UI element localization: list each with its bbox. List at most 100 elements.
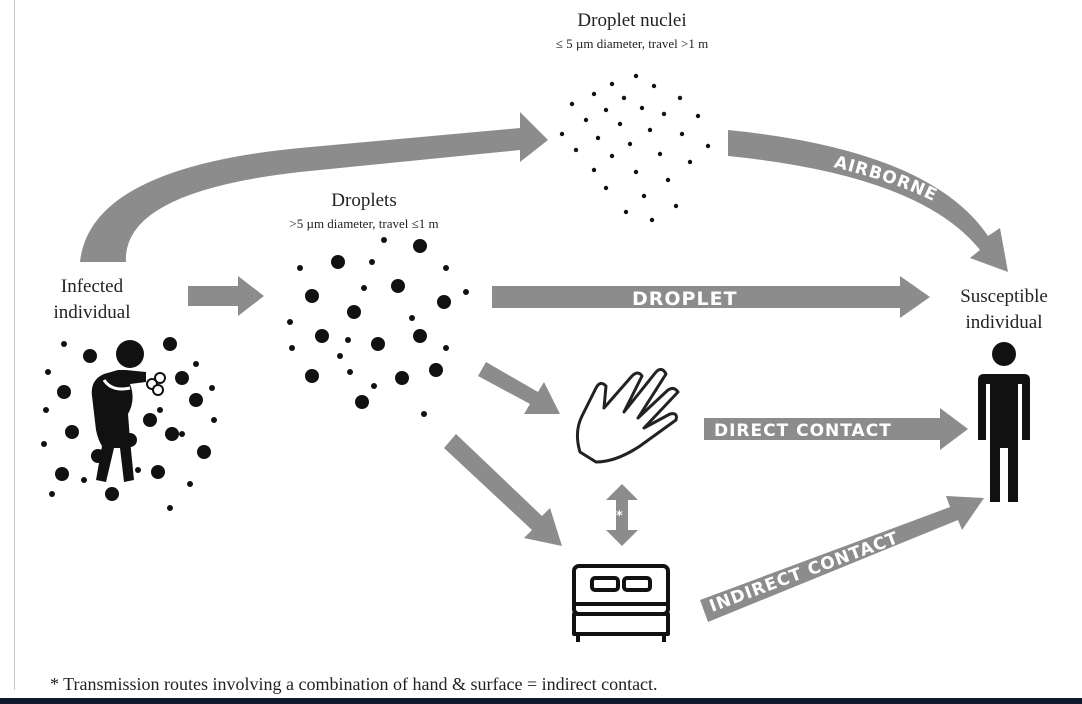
spray-dot: [175, 371, 189, 385]
nuclei-dot: [647, 127, 653, 133]
bed-icon: [572, 564, 670, 642]
infected-label-line1: Infected: [61, 276, 124, 297]
susceptible-label-line2: individual: [965, 312, 1042, 333]
droplet-dot: [443, 345, 449, 351]
nuclei-dot: [603, 185, 609, 191]
droplet-dot: [463, 289, 469, 295]
droplet-dot: [391, 279, 405, 293]
droplet-dot: [437, 295, 451, 309]
nuclei-dot: [623, 209, 629, 215]
nuclei-dot: [595, 135, 601, 141]
nuclei-dot: [609, 153, 615, 159]
nuclei-dot: [569, 101, 575, 107]
spray-dot: [57, 385, 71, 399]
nuclei-dot: [559, 131, 565, 137]
spray-dot: [167, 505, 173, 511]
droplet-dot: [347, 369, 353, 375]
droplet-dot: [443, 265, 449, 271]
droplet-dot: [289, 345, 295, 351]
droplet-dot: [371, 383, 377, 389]
nuclei-dot: [627, 141, 633, 147]
spray-dot: [43, 407, 49, 413]
frame-left-border: [14, 0, 15, 690]
droplet-dot: [421, 411, 427, 417]
nuclei-dot: [639, 105, 645, 111]
spray-dot: [179, 431, 185, 437]
direct-contact-label: DIRECT CONTACT: [714, 421, 892, 441]
nuclei-dot: [649, 217, 655, 223]
nuclei-dot: [633, 169, 639, 175]
droplets-title: Droplets: [331, 190, 396, 211]
susceptible-label-line1: Susceptible: [960, 286, 1048, 307]
direct-contact-arrow: [704, 408, 968, 450]
droplet-dot: [287, 319, 293, 325]
window-bottom-bar: [0, 698, 1082, 704]
spray-dot: [193, 361, 199, 367]
nuclei-dot: [603, 107, 609, 113]
droplet-nuclei-title: Droplet nuclei: [577, 10, 686, 31]
hand-bed-double-arrow: [606, 484, 638, 546]
droplet-dot: [305, 369, 319, 383]
droplet-dot: [395, 371, 409, 385]
spray-dot: [105, 487, 119, 501]
nuclei-dot: [695, 113, 701, 119]
spray-dot: [49, 491, 55, 497]
arrow-to-hand: [478, 362, 560, 414]
infected-label-line2: individual: [53, 302, 130, 323]
nuclei-dot: [621, 95, 627, 101]
droplet-dot: [369, 259, 375, 265]
spray-dot: [41, 441, 47, 447]
hand-icon: [575, 367, 680, 464]
nuclei-dot: [583, 117, 589, 123]
droplet-dot: [305, 289, 319, 303]
airborne-arrow: [728, 130, 1008, 272]
nuclei-dot: [661, 111, 667, 117]
nuclei-dot: [591, 167, 597, 173]
spray-dot: [211, 417, 217, 423]
droplet-dot: [413, 239, 427, 253]
nuclei-dot: [617, 121, 623, 127]
spray-dot: [143, 413, 157, 427]
nuclei-dot: [591, 91, 597, 97]
spray-dot: [165, 427, 179, 441]
spray-dot: [55, 467, 69, 481]
spray-dot: [135, 467, 141, 473]
airborne-label: AIRBORNE: [832, 152, 941, 206]
droplet-dot: [413, 329, 427, 343]
nuclei-dot: [705, 143, 711, 149]
spray-dot: [157, 407, 163, 413]
arrow-to-droplet-nuclei: [80, 112, 548, 262]
droplet-dot: [381, 237, 387, 243]
droplet-label: DROPLET: [632, 288, 738, 310]
coughing-person-icon: [91, 340, 166, 482]
droplet-dot: [429, 363, 443, 377]
nuclei-dot: [641, 193, 647, 199]
droplet-arrow: [492, 276, 930, 318]
nuclei-dot: [679, 131, 685, 137]
droplet-dot: [345, 337, 351, 343]
droplets-subtitle: >5 µm diameter, travel ≤1 m: [289, 216, 438, 231]
droplet-dot: [347, 305, 361, 319]
nuclei-dot: [633, 73, 639, 79]
nuclei-dot: [573, 147, 579, 153]
droplet-dot: [337, 353, 343, 359]
indirect-contact-label: INDIRECT CONTACT: [707, 528, 902, 616]
spray-dot: [163, 337, 177, 351]
nuclei-dot: [687, 159, 693, 165]
droplet-nuclei-cloud: [559, 73, 711, 223]
footnote: * Transmission routes involving a combin…: [50, 674, 658, 694]
spray-dot: [197, 445, 211, 459]
droplet-dot: [409, 315, 415, 321]
standing-person-icon: [978, 342, 1030, 502]
spray-dot: [61, 341, 67, 347]
droplet-dot: [297, 265, 303, 271]
spray-dot: [81, 477, 87, 483]
droplet-nuclei-subtitle: ≤ 5 µm diameter, travel >1 m: [556, 36, 708, 51]
arrow-to-bed: [444, 434, 562, 546]
nuclei-dot: [657, 151, 663, 157]
asterisk-mark: *: [616, 509, 624, 524]
droplet-dot: [331, 255, 345, 269]
spray-dot: [187, 481, 193, 487]
